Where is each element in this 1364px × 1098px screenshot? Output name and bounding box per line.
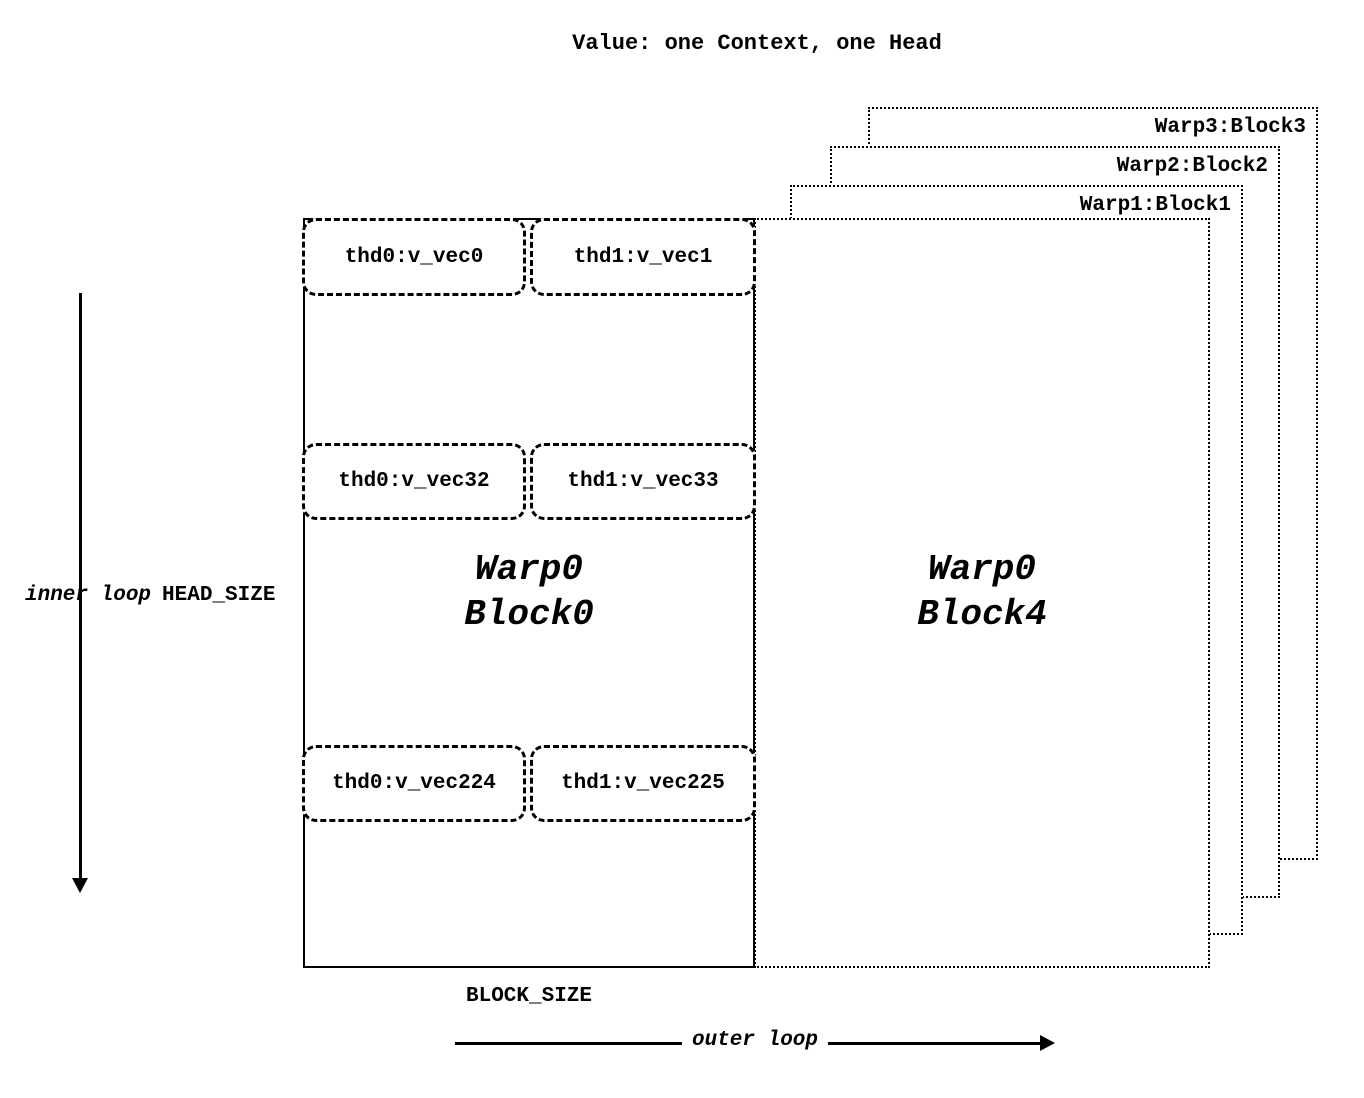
block0-label-line1: Warp0 (474, 549, 584, 590)
block4-rect: Warp0 Block4 (754, 218, 1210, 968)
bg-block-warp3-label: Warp3:Block3 (1154, 116, 1306, 139)
thd-cell-v-vec33: thd1:v_vec33 (530, 443, 756, 520)
block-size-label: BLOCK_SIZE (465, 985, 593, 1008)
inner-loop-axis-label: inner loop HEAD_SIZE (25, 584, 275, 607)
thd-cell-v-vec32: thd0:v_vec32 (302, 443, 526, 520)
outer-loop-arrow-head (1040, 1035, 1055, 1051)
block4-label-line1: Warp0 (927, 549, 1037, 590)
inner-loop-arrow (72, 293, 88, 893)
block0-rect: Warp0 Block0 (303, 218, 755, 968)
bg-block-warp2-label: Warp2:Block2 (1116, 155, 1268, 178)
block4-label-line2: Block4 (917, 594, 1047, 635)
inner-loop-arrow-line (78, 293, 82, 879)
outer-loop-arrow: outer loop (455, 1029, 1055, 1052)
inner-loop-text: inner loop (25, 584, 152, 607)
thd-cell-v-vec1: thd1:v_vec1 (530, 218, 756, 296)
block0-label-line2: Block0 (464, 594, 594, 635)
block4-label: Warp0 Block4 (756, 547, 1208, 637)
inner-loop-arrow-head (72, 878, 88, 893)
head-size-text: HEAD_SIZE (162, 584, 276, 607)
thd-cell-v-vec225: thd1:v_vec225 (530, 745, 756, 822)
diagram-title: Value: one Context, one Head (572, 31, 942, 56)
outer-loop-text: outer loop (681, 1029, 829, 1052)
thd-cell-v-vec224: thd0:v_vec224 (302, 745, 526, 822)
thd-cell-v-vec0: thd0:v_vec0 (302, 218, 526, 296)
bg-block-warp1-label: Warp1:Block1 (1079, 194, 1231, 217)
block0-label: Warp0 Block0 (305, 547, 753, 637)
